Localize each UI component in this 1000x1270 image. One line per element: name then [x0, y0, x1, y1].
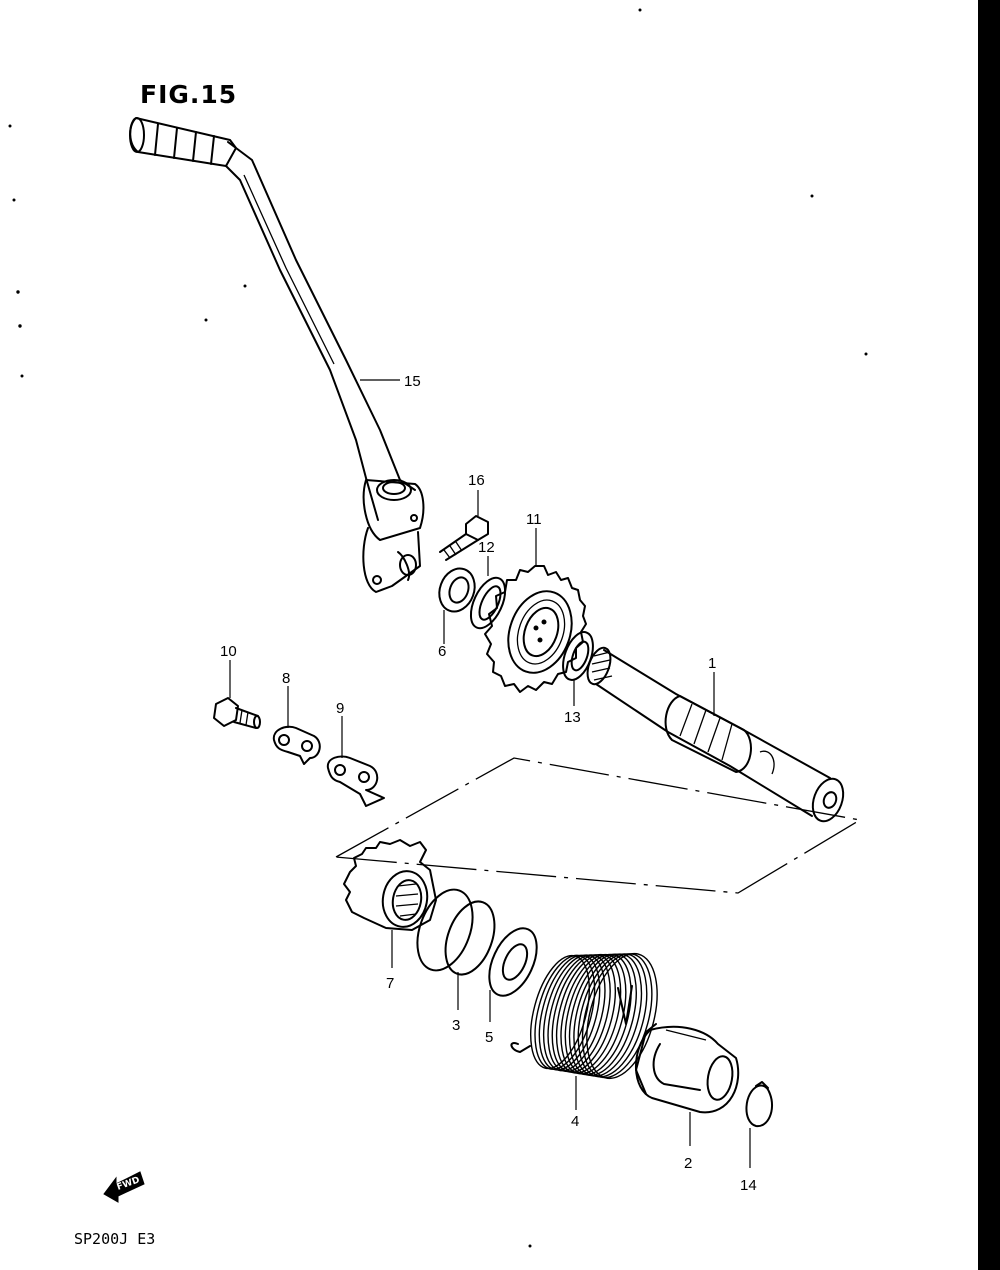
label-14: 14	[740, 1177, 757, 1194]
label-7: 7	[386, 975, 394, 992]
kick-starter-lever	[129, 117, 425, 593]
figure-title: FIG.15	[140, 80, 238, 109]
assembly-boundary	[333, 757, 862, 894]
lever-bolt	[439, 515, 489, 561]
label-3: 3	[452, 1017, 460, 1034]
label-8: 8	[282, 670, 290, 687]
bolt	[213, 697, 261, 729]
thrust-washer	[469, 576, 507, 630]
spring-coil-turn	[538, 954, 601, 1071]
stopper-plate	[272, 725, 321, 765]
kick-starter-shaft	[586, 646, 845, 823]
label-2: 2	[684, 1155, 692, 1172]
label-5: 5	[485, 1029, 493, 1046]
oil-seal	[438, 567, 476, 613]
label-16: 16	[468, 472, 485, 489]
snap-ring	[745, 1081, 774, 1128]
label-9: 9	[336, 700, 344, 717]
label-13: 13	[564, 709, 581, 726]
label-1: 1	[708, 655, 716, 672]
fwd-arrow-icon: FWD	[103, 1171, 145, 1203]
spring-coil-turn	[581, 953, 653, 1079]
exploded-parts-diagram: FWD 15 16 11 12 6 13 1 10 8 9 7 3 5 4 2	[8, 8, 868, 1248]
washer	[488, 927, 538, 997]
scan-edge-bar	[978, 0, 1000, 1270]
label-15: 15	[404, 373, 421, 390]
spring-coil-turn	[586, 952, 658, 1080]
return-spring	[510, 952, 658, 1080]
pawl-gear	[343, 839, 437, 931]
label-6: 6	[438, 643, 446, 660]
idle-gear	[484, 565, 587, 693]
label-11: 11	[526, 511, 542, 528]
circlip	[416, 888, 496, 976]
stopper-plate-lower	[326, 755, 385, 807]
model-code: SP200J E3	[74, 1230, 156, 1248]
scan-specks	[8, 8, 868, 1248]
spring-end-hook	[617, 985, 633, 1025]
label-12: 12	[478, 539, 495, 556]
part-labels: 15 16 11 12 6 13 1 10 8 9 7 3 5 4 2 14	[220, 373, 757, 1194]
label-10: 10	[220, 643, 237, 660]
spring-guide	[635, 1023, 740, 1114]
label-4: 4	[571, 1113, 579, 1130]
